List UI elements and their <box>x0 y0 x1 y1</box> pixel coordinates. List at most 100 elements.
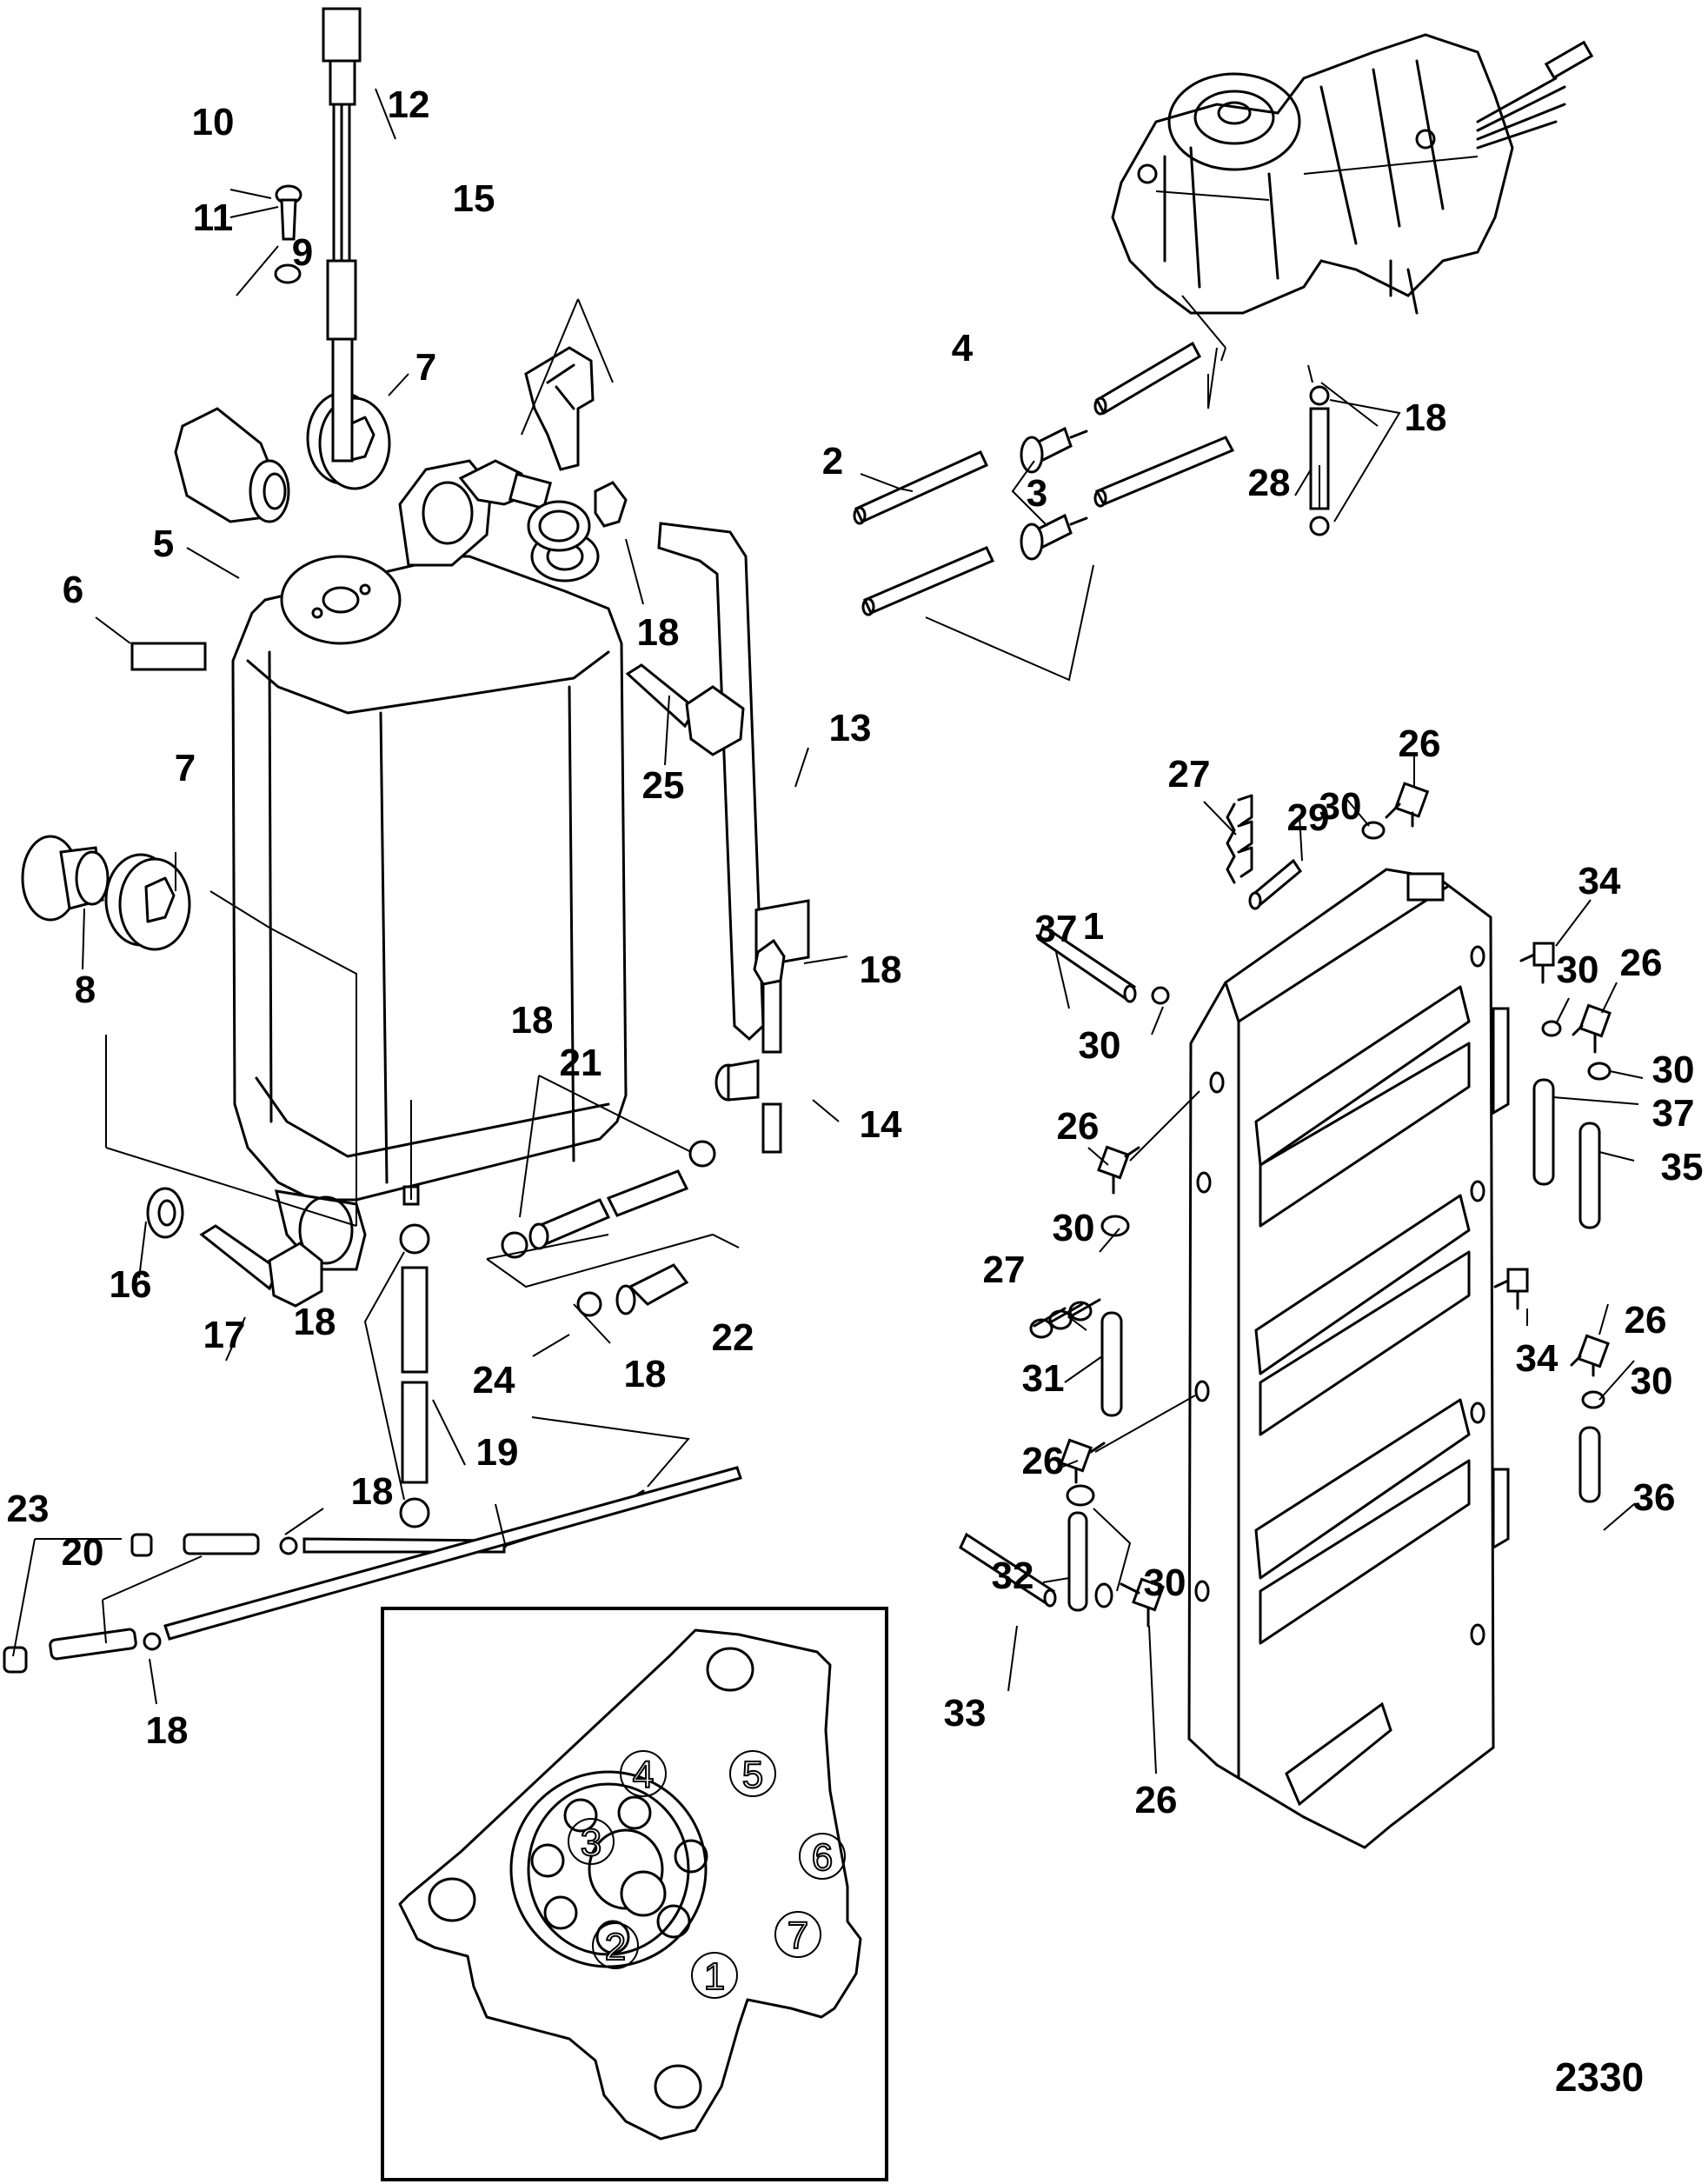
inset-port-labels: 1 2 3 4 5 6 7 <box>568 1750 846 1999</box>
part-2-hose[interactable] <box>853 450 988 525</box>
svg-text:7: 7 <box>788 1914 808 1957</box>
part-1-hose-lower[interactable] <box>861 546 995 616</box>
part-26-elbow-left-2[interactable] <box>1060 1438 1106 1484</box>
callout-28: 28 <box>1248 462 1291 504</box>
part-12-oil-level-sensor[interactable] <box>322 7 362 463</box>
callout-12: 12 <box>388 83 430 126</box>
part-30-clamp-top[interactable] <box>1361 821 1386 840</box>
part-31-hose[interactable] <box>1100 1311 1123 1417</box>
callout-labels: 12 10 11 9 15 7 5 6 7 8 18 25 13 18 14 1… <box>7 83 1704 2100</box>
part-34-elbow-bottom[interactable] <box>1493 1268 1529 1310</box>
clamp-18-hose19-top[interactable] <box>279 1536 298 1555</box>
part-34-elbow-top[interactable] <box>1519 942 1555 984</box>
part-13-vent-hose[interactable] <box>657 522 765 1042</box>
part-23-cap-upper[interactable] <box>130 1533 153 1557</box>
callout-37-left: 37 <box>1035 908 1078 950</box>
clamp-18-hose24-bottom[interactable] <box>399 1497 430 1528</box>
part-3-filter-upper[interactable] <box>1020 426 1088 474</box>
callout-2: 2 <box>822 440 843 483</box>
clamp-18-pump-bottom[interactable] <box>1309 516 1330 536</box>
callout-18-pump: 18 <box>1405 396 1447 439</box>
part-29-hose[interactable] <box>1248 858 1302 910</box>
part-32-hose[interactable] <box>1067 1511 1088 1612</box>
callout-26-right-1: 26 <box>1620 942 1663 984</box>
part-26-elbow-bottom[interactable] <box>1120 1577 1165 1628</box>
part-30-clamp-left[interactable] <box>1151 986 1170 1005</box>
part-30-clamp-bottom[interactable] <box>1066 1484 1095 1507</box>
clamp-18-tee[interactable] <box>753 938 786 986</box>
part-1-hose-upper[interactable] <box>1093 436 1235 508</box>
part-30-clamp-right-3[interactable] <box>1581 1390 1605 1409</box>
part-8-grommet[interactable] <box>21 835 110 922</box>
clamp-18-valve22[interactable] <box>576 1291 602 1317</box>
callout-10: 10 <box>192 101 235 143</box>
callout-18-hose24: 18 <box>294 1301 336 1343</box>
part-17-bolt[interactable] <box>199 1224 323 1308</box>
part-30-clamp-right-1[interactable] <box>1541 1020 1562 1037</box>
manifold-leaders <box>1007 756 1644 1774</box>
inset-port-2: 2 <box>592 1922 639 1969</box>
callout-25: 25 <box>642 764 685 807</box>
svg-text:6: 6 <box>812 1836 833 1879</box>
callout-26-bottom: 26 <box>1135 1779 1178 1821</box>
callout-1: 1 <box>1083 905 1104 948</box>
clamp-18-hose24-top[interactable] <box>399 1223 430 1255</box>
part-20-fitting-lower[interactable] <box>49 1628 137 1661</box>
part-27-clip-upper[interactable] <box>1226 794 1253 884</box>
part-16-washer[interactable] <box>146 1187 184 1239</box>
part-30-clamp-left-2[interactable] <box>1100 1215 1130 1237</box>
callout-18-tank: 18 <box>637 611 680 654</box>
callout-18-bottom: 18 <box>146 1709 189 1752</box>
part-4-hose[interactable] <box>1093 341 1201 416</box>
clamp-18-hose21-right[interactable] <box>688 1140 716 1168</box>
part-21-hose[interactable] <box>528 1169 689 1250</box>
callout-23: 23 <box>7 1488 50 1530</box>
part-35-hose[interactable] <box>1578 1122 1601 1229</box>
part-19-hose-y[interactable] <box>163 1466 742 1641</box>
clamp-18-hose19-bottom[interactable] <box>143 1632 162 1651</box>
part-26-elbow-right-2[interactable] <box>1570 1334 1610 1377</box>
part-37-hose-right[interactable] <box>1532 1078 1555 1186</box>
part-3-filter-lower[interactable] <box>1020 513 1088 561</box>
callout-27-lower: 27 <box>983 1248 1026 1291</box>
part-15-o-ring[interactable] <box>527 500 591 552</box>
part-30-clamp-lowest[interactable] <box>1094 1582 1113 1608</box>
manifold-reed-port-2 <box>1254 1194 1471 1436</box>
callout-6: 6 <box>63 569 83 611</box>
part-24-hose[interactable] <box>401 1266 429 1484</box>
part-26-elbow-top[interactable] <box>1385 782 1430 828</box>
part-28-hose[interactable] <box>1309 407 1330 510</box>
part-26-elbow-left-1[interactable] <box>1097 1145 1140 1195</box>
callout-30-left-2: 30 <box>1053 1207 1095 1249</box>
callout-17: 17 <box>203 1314 246 1356</box>
callout-21: 21 <box>560 1042 602 1084</box>
part-27-clip-lower[interactable] <box>1029 1298 1101 1339</box>
callout-30-left: 30 <box>1079 1024 1121 1067</box>
callout-26-top: 26 <box>1399 722 1441 765</box>
oil-tank[interactable] <box>231 459 628 1271</box>
part-9-grommet[interactable] <box>174 407 290 523</box>
part-15-sensor[interactable] <box>524 346 595 471</box>
part-25-bolt[interactable] <box>625 663 745 756</box>
part-23-cap-lower[interactable] <box>3 1646 28 1674</box>
part-6-decal[interactable] <box>130 642 207 671</box>
clamp-18-pump-top[interactable] <box>1309 385 1330 406</box>
inset-detail-box <box>381 1607 888 2181</box>
oil-pump-assembly[interactable] <box>1111 33 1594 315</box>
callout-11: 11 <box>193 196 234 239</box>
tank-leaders <box>12 88 848 1705</box>
clamp-18-tank-top[interactable] <box>594 481 628 528</box>
part-20-fitting-upper[interactable] <box>183 1533 260 1555</box>
manifold-reed-port-1 <box>1254 985 1471 1228</box>
clamp-18-hose21-left[interactable] <box>501 1231 528 1259</box>
part-11-washer[interactable] <box>274 263 302 284</box>
part-26-elbow-right-1[interactable] <box>1572 1003 1612 1054</box>
part-36-hose[interactable] <box>1578 1426 1601 1503</box>
part-10-screw[interactable] <box>275 184 302 241</box>
part-7-plug-lower[interactable] <box>104 853 191 951</box>
part-22-check-valve[interactable] <box>615 1263 689 1315</box>
part-33-hose[interactable] <box>959 1532 1057 1608</box>
intake-manifold[interactable] <box>1187 868 1510 1849</box>
part-37-hose-left[interactable] <box>1037 923 1137 1003</box>
part-30-clamp-right-2[interactable] <box>1587 1062 1612 1081</box>
